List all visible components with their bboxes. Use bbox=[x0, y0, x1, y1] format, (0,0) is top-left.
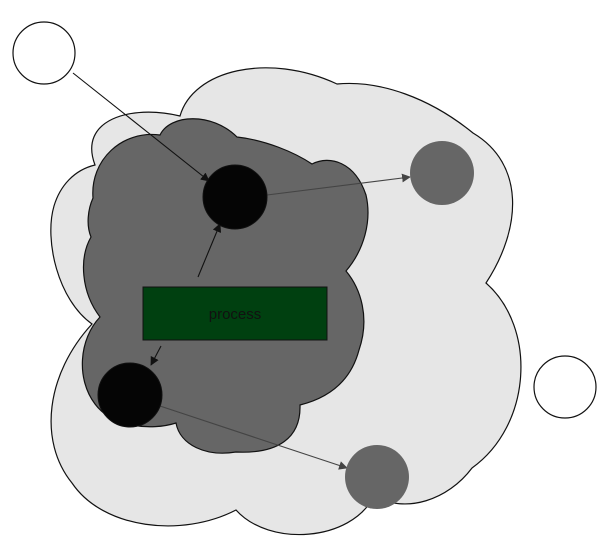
white-node-top-left bbox=[12, 21, 76, 85]
arrow-bottom-black-to-bottom-gray bbox=[159, 405, 348, 470]
gray-node-bottom bbox=[345, 445, 409, 509]
process-box bbox=[142, 286, 328, 341]
gray-node-right bbox=[410, 141, 474, 205]
black-node-top bbox=[202, 164, 268, 230]
black-node-bottom bbox=[97, 362, 163, 428]
arrow-top-black-to-right-gray bbox=[266, 173, 411, 196]
arrow-top-white-to-top-black bbox=[72, 72, 210, 182]
arrow-process-to-top-black bbox=[197, 223, 222, 278]
inner-cloud bbox=[81, 118, 369, 454]
arrow-process-to-bottom-black bbox=[150, 345, 162, 366]
white-node-right bbox=[533, 355, 597, 419]
process-label: process bbox=[209, 306, 262, 323]
